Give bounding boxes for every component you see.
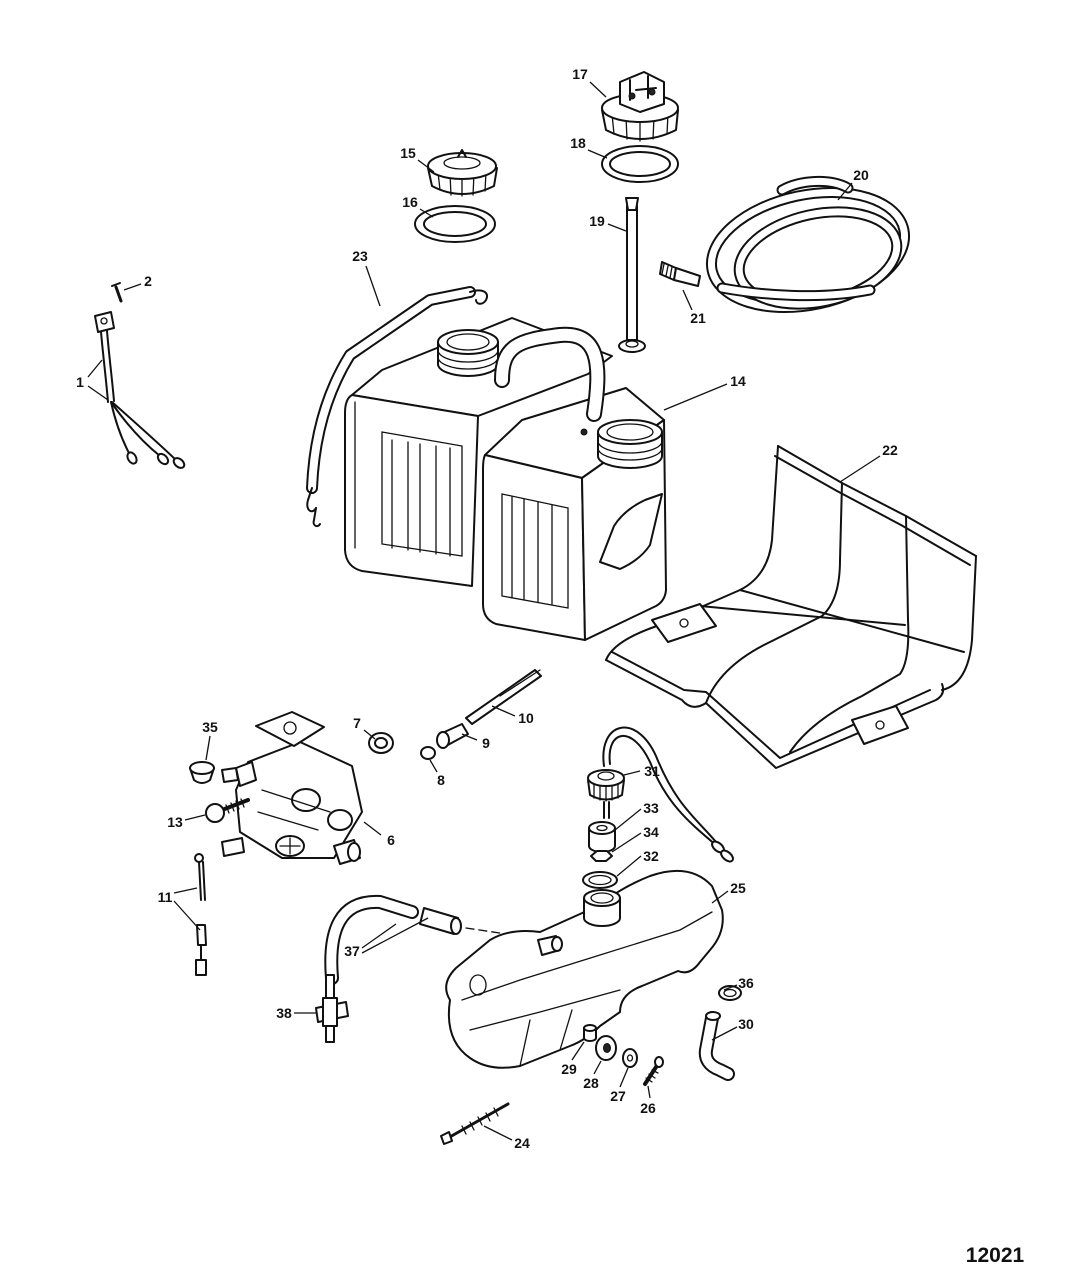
callout-10: 10 [518, 710, 534, 726]
callout-14: 14 [730, 373, 746, 389]
callout-25: 25 [730, 880, 746, 896]
sender-cap [601, 71, 679, 142]
nut [590, 850, 613, 862]
tube-fitting [436, 723, 469, 749]
cap-gasket [414, 205, 496, 243]
callout-9: 9 [482, 735, 490, 751]
callout-8: 8 [437, 772, 445, 788]
tank-bracket [605, 445, 977, 769]
callout-22: 22 [882, 442, 898, 458]
hose-fitting [659, 261, 701, 287]
figure-number: 12021 [966, 1244, 1025, 1267]
callout-28: 28 [583, 1075, 599, 1091]
spacer [588, 821, 616, 853]
tee-connector [315, 974, 349, 1043]
callout-37: 37 [344, 943, 360, 959]
mounting-screw [643, 1056, 664, 1086]
o-ring [420, 746, 436, 760]
bushing [583, 1024, 597, 1042]
callout-26: 26 [640, 1100, 656, 1116]
screw [111, 282, 123, 303]
cable-tie [440, 1102, 510, 1145]
oil-reservoir [445, 869, 724, 1069]
tank-strap [306, 286, 488, 528]
seal [368, 732, 394, 754]
pump-screw [205, 798, 250, 823]
callout-30: 30 [738, 1016, 754, 1032]
callout-2: 2 [144, 273, 152, 289]
callout-23: 23 [352, 248, 368, 264]
callout-36: 36 [738, 975, 754, 991]
oil-pump [221, 711, 363, 865]
callout-7: 7 [353, 715, 361, 731]
tank-cap [427, 149, 498, 197]
callout-13: 13 [167, 814, 183, 830]
drain-elbow-hose [698, 1011, 735, 1081]
leader-lines [87, 81, 881, 1141]
callout-32: 32 [643, 848, 659, 864]
pump-cap [189, 761, 215, 784]
vent-hose [324, 894, 521, 985]
pickup-tube [618, 197, 646, 353]
oil-hose-coil [705, 175, 911, 314]
wiring-harness [94, 311, 186, 469]
callout-18: 18 [570, 135, 586, 151]
sensor-wire [194, 853, 207, 976]
sender-gasket [601, 145, 679, 183]
callout-20: 20 [853, 167, 869, 183]
callout-11: 11 [158, 889, 173, 905]
callout-21: 21 [690, 310, 706, 326]
callout-31: 31 [644, 763, 660, 779]
callout-27: 27 [610, 1088, 626, 1104]
callout-33: 33 [643, 800, 659, 816]
callout-15: 15 [400, 145, 416, 161]
reservoir-o-ring [582, 871, 618, 889]
callout-38: 38 [276, 1005, 292, 1021]
callout-labels: 17 18 15 16 19 20 21 23 2 1 14 22 10 7 9… [76, 66, 898, 1151]
inlet-tube [465, 669, 542, 725]
callout-24: 24 [514, 1135, 530, 1151]
grommet [595, 1035, 617, 1061]
oil-tank-assembly [344, 317, 667, 641]
callout-35: 35 [202, 719, 218, 735]
callout-19: 19 [589, 213, 605, 229]
reservoir-cap-sensor [587, 726, 734, 863]
callout-1: 1 [76, 374, 84, 390]
callout-29: 29 [561, 1061, 577, 1077]
washer [622, 1048, 638, 1068]
callout-16: 16 [402, 194, 418, 210]
callout-34: 34 [643, 824, 659, 840]
callout-6: 6 [387, 832, 395, 848]
callout-17: 17 [572, 66, 588, 82]
